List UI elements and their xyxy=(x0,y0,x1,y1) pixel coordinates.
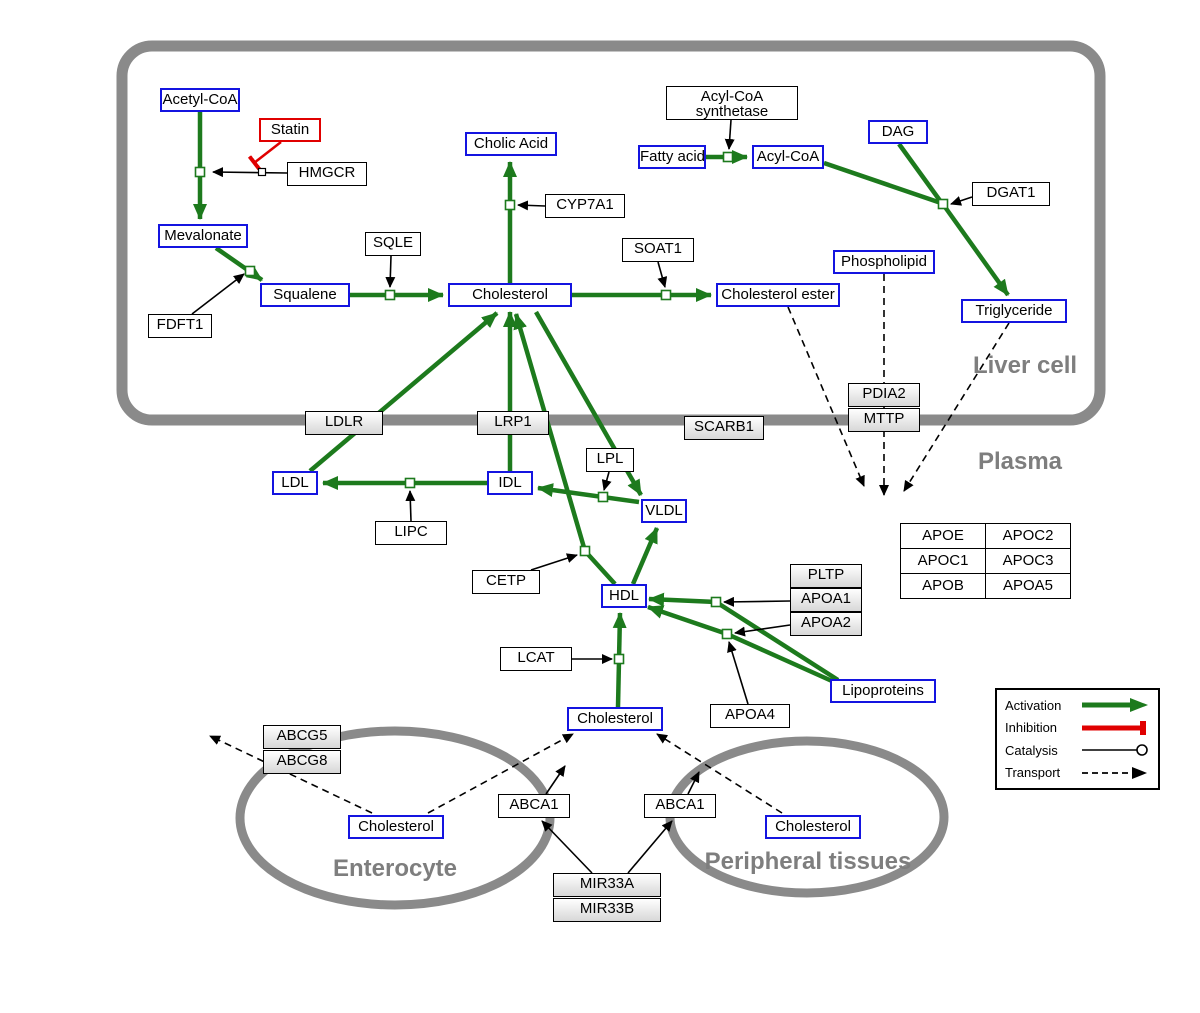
node-ldl[interactable]: LDL xyxy=(272,471,318,495)
node-apoa1[interactable]: APOA1 xyxy=(790,588,862,612)
node-abcg8[interactable]: ABCG8 xyxy=(263,750,341,774)
node-mttp[interactable]: MTTP xyxy=(848,408,920,432)
node-apoa4[interactable]: APOA4 xyxy=(710,704,790,728)
node-ldlr[interactable]: LDLR xyxy=(305,411,383,435)
node-acyl-coa[interactable]: Acyl-CoA xyxy=(752,145,824,169)
legend-activation-label: Activation xyxy=(1005,697,1062,713)
node-hmgcr[interactable]: HMGCR xyxy=(287,162,367,186)
node-cetp[interactable]: CETP xyxy=(472,570,540,594)
node-lipc[interactable]: LIPC xyxy=(375,521,447,545)
node-lpl[interactable]: LPL xyxy=(586,448,634,472)
inhibition-edge xyxy=(247,141,282,171)
node-fatty-acid[interactable]: Fatty acid xyxy=(638,145,706,169)
node-squalene[interactable]: Squalene xyxy=(260,283,350,307)
node-hdl[interactable]: HDL xyxy=(601,584,647,608)
enterocyte-outline xyxy=(235,726,555,910)
node-phospholipid[interactable]: Phospholipid xyxy=(833,250,935,274)
acyl-coa-synthetase-line1: Acyl-CoA xyxy=(700,88,764,105)
legend-transport-label: Transport xyxy=(1005,765,1061,781)
node-fdft1[interactable]: FDFT1 xyxy=(148,314,212,338)
node-sqle[interactable]: SQLE xyxy=(365,232,421,256)
node-lrp1[interactable]: LRP1 xyxy=(477,411,549,435)
catalysis-circle-icon xyxy=(1082,744,1148,757)
plasma-label: Plasma xyxy=(977,448,1063,475)
compartment-outlines xyxy=(116,40,1106,910)
node-apoc1[interactable]: APOC1 xyxy=(900,548,986,574)
node-cholesterol-liver[interactable]: Cholesterol xyxy=(448,283,572,307)
node-abcg5[interactable]: ABCG5 xyxy=(263,725,341,749)
node-mir33b[interactable]: MIR33B xyxy=(553,898,661,922)
node-abca1-peripheral[interactable]: ABCA1 xyxy=(644,794,716,818)
legend-inhibition-label: Inhibition xyxy=(1005,720,1058,736)
legend: Activation Inhibition Catalysis Transpor… xyxy=(995,688,1160,790)
node-apob[interactable]: APOB xyxy=(900,573,986,599)
node-cholesterol-peripheral[interactable]: Cholesterol xyxy=(765,815,861,839)
node-lipoproteins[interactable]: Lipoproteins xyxy=(830,679,936,703)
node-pdia2[interactable]: PDIA2 xyxy=(848,383,920,407)
node-cholic-acid[interactable]: Cholic Acid xyxy=(465,132,557,156)
node-cyp7a1[interactable]: CYP7A1 xyxy=(545,194,625,218)
legend-inhibition-row: Inhibition xyxy=(1005,718,1150,738)
legend-catalysis-row: Catalysis xyxy=(1005,740,1150,760)
legend-transport-row: Transport xyxy=(1005,763,1150,783)
node-apoa2[interactable]: APOA2 xyxy=(790,612,862,636)
legend-catalysis-label: Catalysis xyxy=(1005,742,1058,758)
enterocyte-label: Enterocyte xyxy=(332,855,458,882)
node-apoa5[interactable]: APOA5 xyxy=(985,573,1071,599)
transport-dashed-arrow-icon xyxy=(1082,766,1147,779)
activation-arrow-icon xyxy=(1082,698,1148,713)
node-pltp[interactable]: PLTP xyxy=(790,564,862,588)
statin-binding-anchor xyxy=(257,167,267,177)
liver-cell-label: Liver cell xyxy=(972,352,1078,379)
node-statin[interactable]: Statin xyxy=(259,118,321,142)
catalysis-edges xyxy=(191,119,973,874)
node-mir33a[interactable]: MIR33A xyxy=(553,873,661,897)
node-vldl[interactable]: VLDL xyxy=(641,499,687,523)
node-triglyceride[interactable]: Triglyceride xyxy=(961,299,1067,323)
reaction-anchors xyxy=(194,151,949,665)
peripheral-tissues-label: Peripheral tissues xyxy=(704,848,912,875)
inhibition-tbar-icon xyxy=(1082,720,1146,735)
legend-activation-row: Activation xyxy=(1005,695,1150,715)
node-dag[interactable]: DAG xyxy=(868,120,928,144)
node-lcat[interactable]: LCAT xyxy=(500,647,572,671)
node-scarb1[interactable]: SCARB1 xyxy=(684,416,764,440)
node-soat1[interactable]: SOAT1 xyxy=(622,238,694,262)
node-acetyl-coa[interactable]: Acetyl-CoA xyxy=(160,88,240,112)
node-abca1-enterocyte[interactable]: ABCA1 xyxy=(498,794,570,818)
acyl-coa-synthetase-line2: synthetase xyxy=(695,103,769,120)
node-apoc2[interactable]: APOC2 xyxy=(985,523,1071,549)
node-cholesterol-ester[interactable]: Cholesterol ester xyxy=(716,283,840,307)
node-idl[interactable]: IDL xyxy=(487,471,533,495)
node-mevalonate[interactable]: Mevalonate xyxy=(158,224,248,248)
node-acyl-coa-synthetase[interactable]: Acyl-CoA synthetase xyxy=(666,86,798,120)
node-cholesterol-plasma[interactable]: Cholesterol xyxy=(567,707,663,731)
liver-cell-outline xyxy=(116,40,1106,426)
node-cholesterol-enterocyte[interactable]: Cholesterol xyxy=(348,815,444,839)
node-dgat1[interactable]: DGAT1 xyxy=(972,182,1050,206)
node-apoe[interactable]: APOE xyxy=(900,523,986,549)
node-apoc3[interactable]: APOC3 xyxy=(985,548,1071,574)
